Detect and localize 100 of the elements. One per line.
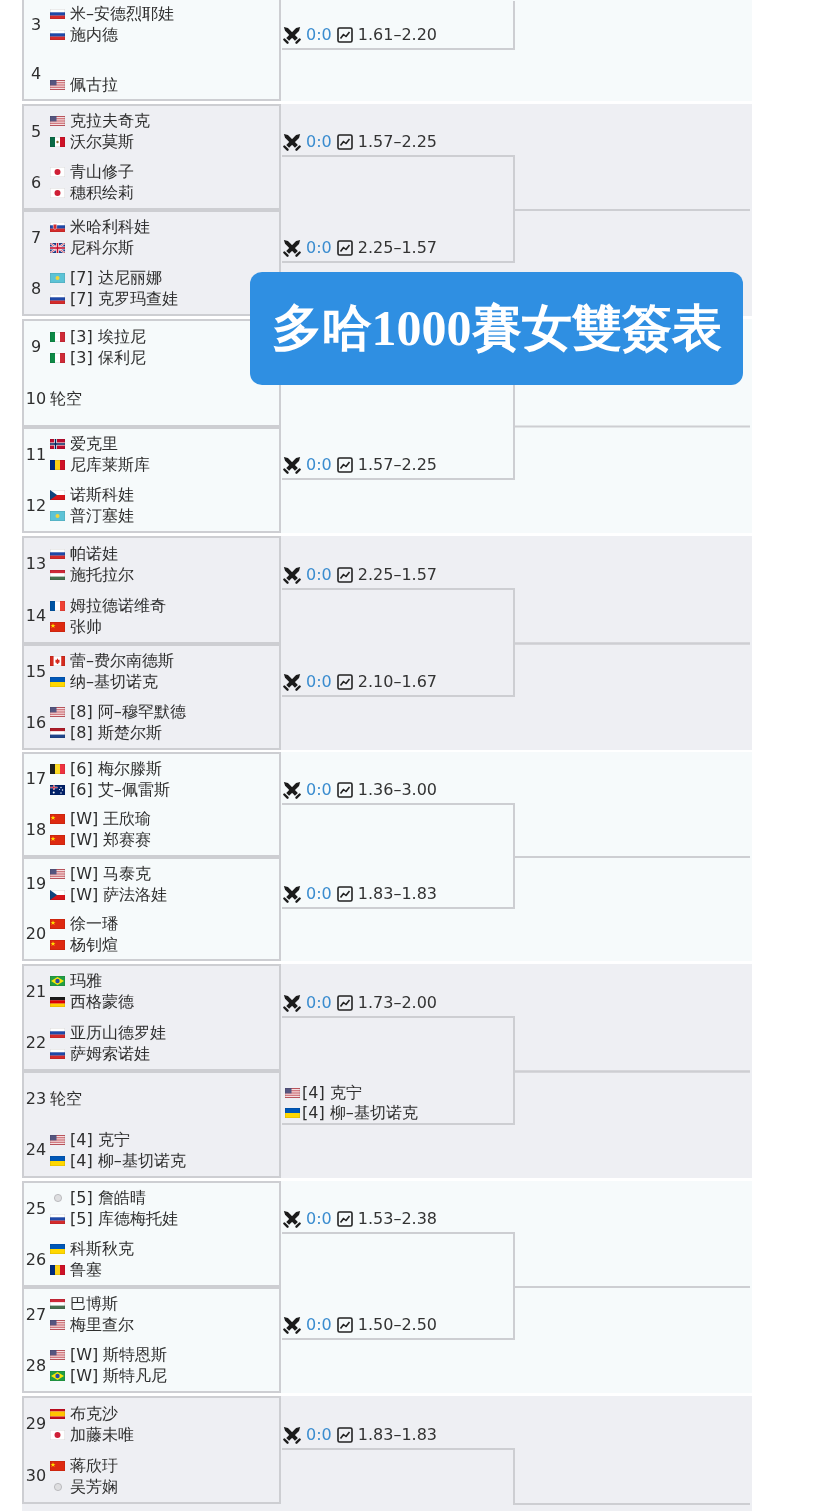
bracket-line (513, 0, 515, 50)
odds-text: 1.83–1.83 (357, 884, 437, 904)
score-text: 0:0 (306, 993, 332, 1013)
bracket-slot (282, 1424, 515, 1450)
player-name: 亚历山德罗娃 (70, 1022, 166, 1043)
draw-number: 18 (24, 819, 48, 840)
score-text: 0:0 (306, 780, 332, 800)
player-name: 穗积绘莉 (70, 183, 134, 203)
match-box (22, 1396, 281, 1504)
player-name: [8] 阿–穆罕默德 (70, 702, 186, 722)
draw-number: 7 (29, 227, 43, 248)
draw-number: 5 (29, 121, 43, 142)
bracket-line (513, 1070, 751, 1125)
bracket-line (513, 642, 751, 697)
draw-number: 4 (29, 64, 43, 85)
player-name: [6] 梅尔滕斯 (70, 758, 162, 779)
draw-number: 17 (24, 769, 48, 790)
player-name: 佩古拉 (70, 74, 118, 95)
player-name: [W] 斯特恩斯 (70, 1345, 168, 1365)
match-box (22, 427, 281, 533)
match-box (22, 1181, 281, 1287)
draw-number: 8 (29, 278, 43, 299)
player-name: [5] 库德梅托娃 (70, 1209, 178, 1229)
draw-number: 19 (24, 874, 48, 894)
match-box (22, 1071, 281, 1178)
draw-number: 27 (24, 1304, 48, 1325)
player-name: [W] 郑赛赛 (70, 830, 152, 851)
score-text: 0:0 (306, 455, 332, 475)
match-box (22, 536, 281, 644)
odds-text: 1.61–2.20 (357, 25, 437, 45)
odds-text: 1.73–2.00 (357, 993, 437, 1013)
draw-number: 28 (24, 1355, 48, 1376)
player-name: [4] 柳–基切诺克 (70, 1150, 186, 1171)
player-name: 普汀塞娃 (70, 506, 134, 526)
player-name: 尼科尔斯 (70, 238, 134, 258)
player-name: 张帅 (70, 616, 102, 637)
bracket-slot (282, 1314, 515, 1340)
draw-number: 21 (24, 981, 48, 1002)
player-name: [4] 克宁 (302, 1083, 362, 1103)
draw-number: 3 (29, 14, 43, 35)
draw-number: 20 (24, 924, 48, 944)
draw-number: 15 (24, 661, 48, 682)
bracket-slot (282, 671, 515, 697)
player-name: [4] 克宁 (70, 1129, 130, 1150)
player-name: [3] 埃拉尼 (70, 326, 146, 347)
player-name: 吴芳娴 (70, 1476, 118, 1497)
draw-number: 25 (24, 1198, 48, 1219)
bracket-slot (282, 883, 515, 909)
player-name: [W] 斯特凡尼 (70, 1366, 168, 1386)
player-name: 克拉夫奇克 (70, 111, 150, 131)
score-text: 0:0 (306, 1425, 332, 1445)
player-name: [W] 萨法洛娃 (70, 884, 168, 905)
draw-number: 26 (24, 1249, 48, 1270)
odds-text: 1.57–2.25 (357, 455, 437, 475)
bracket-line (513, 856, 751, 909)
player-name: [7] 达尼丽娜 (70, 268, 162, 288)
player-name: 爱克里 (70, 434, 118, 454)
player-name: 玛雅 (70, 971, 102, 992)
title-banner: 多哈1000賽女雙簽表 (250, 272, 743, 385)
bracket-slot (282, 1208, 515, 1234)
bracket-line (513, 1286, 751, 1340)
player-name: 青山修子 (70, 162, 134, 182)
odds-text: 1.53–2.38 (357, 1209, 437, 1229)
odds-text: 2.25–1.57 (357, 565, 437, 585)
score-text: 0:0 (306, 565, 332, 585)
player-name: 萨姆索诺娃 (70, 1043, 150, 1064)
draw-number: 13 (24, 554, 48, 574)
player-name: 施托拉尔 (70, 564, 134, 585)
bracket-line (513, 384, 751, 480)
draw-number: 30 (24, 1466, 48, 1486)
draw-number: 11 (24, 444, 48, 465)
draw-number: 22 (24, 1033, 48, 1054)
player-name: 沃尔莫斯 (70, 132, 134, 152)
score-text: 0:0 (306, 672, 332, 692)
player-name: 梅里查尔 (70, 1315, 134, 1335)
player-name: 杨钊煊 (70, 934, 118, 955)
score-text: 0:0 (306, 132, 332, 152)
player-name: [6] 艾–佩雷斯 (70, 779, 170, 800)
draw-number: 10 (24, 389, 48, 409)
score-text: 0:0 (306, 25, 332, 45)
bracket-slot (282, 564, 515, 590)
odds-text: 1.50–2.50 (357, 1315, 437, 1335)
player-name: 蒋欣玗 (70, 1455, 118, 1476)
odds-text: 1.36–3.00 (357, 780, 437, 800)
odds-text: 1.57–2.25 (357, 132, 437, 152)
player-name: [5] 詹皓晴 (70, 1188, 146, 1208)
player-name: 米哈利科娃 (70, 217, 150, 237)
bracket-slot (282, 237, 515, 263)
draw-number: 9 (29, 337, 43, 357)
bye-label: 轮空 (50, 1088, 82, 1109)
bracket-slot (282, 454, 515, 480)
player-name: [4] 柳–基切诺克 (302, 1103, 418, 1123)
bracket-slot (282, 131, 515, 157)
score-text: 0:0 (306, 1315, 332, 1335)
score-text: 0:0 (306, 884, 332, 904)
player-name: [3] 保利尼 (70, 347, 146, 368)
player-name: 科斯秋克 (70, 1239, 134, 1259)
player-name: [W] 王欣瑜 (70, 809, 152, 830)
player-name: 姆拉德诺维奇 (70, 595, 166, 616)
player-name: [7] 克罗玛查娃 (70, 289, 178, 309)
